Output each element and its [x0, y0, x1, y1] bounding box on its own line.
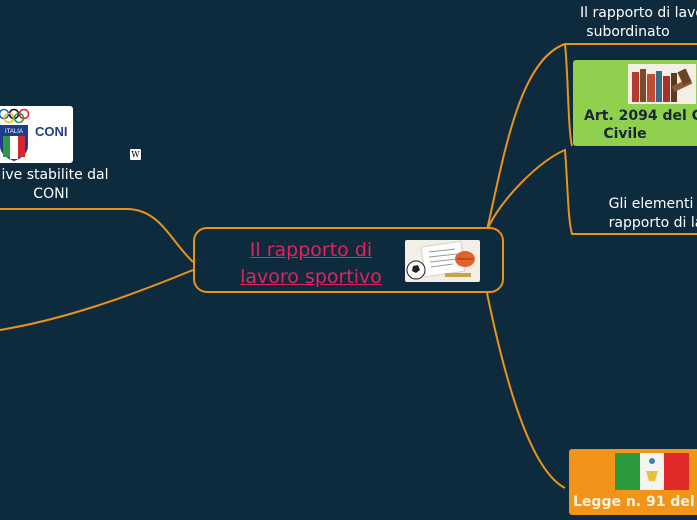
- legge-label: Legge n. 91 del 1: [569, 493, 697, 511]
- sport-contract-image: [405, 240, 480, 282]
- topic-coni-norms[interactable]: ive stabilite dal CONI: [0, 166, 120, 204]
- topic-art-2094[interactable]: Art. 2094 del C Civile: [573, 60, 697, 146]
- topic-legge-91[interactable]: Legge n. 91 del 1: [569, 449, 697, 515]
- art-2094-label: Art. 2094 del C Civile: [573, 107, 697, 143]
- coni-norms-line2: CONI: [33, 186, 68, 202]
- subordinato-line2: subordinato: [586, 24, 669, 40]
- central-topic[interactable]: Il rapporto di lavoro sportivo: [193, 227, 504, 293]
- coni-norms-line1: ive stabilite dal: [1, 167, 108, 183]
- elementi-line1: Gli elementi: [609, 196, 694, 212]
- logo-coni-text: CONI: [35, 124, 68, 139]
- art-line2: Civile: [603, 126, 646, 142]
- central-title-line1[interactable]: Il rapporto di: [250, 239, 372, 261]
- italian-flag-image: [615, 453, 689, 490]
- link-to-left-lower: [0, 270, 193, 330]
- central-topic-title[interactable]: Il rapporto di lavoro sportivo: [213, 237, 409, 291]
- topic-lavoro-subordinato[interactable]: Il rapporto di lavo subordinato: [567, 4, 697, 42]
- wikipedia-icon[interactable]: W: [130, 149, 141, 160]
- subordinato-line1: Il rapporto di lavo: [580, 5, 697, 21]
- topic-elementi-rapporto[interactable]: Gli elementi rapporto di la: [592, 195, 697, 233]
- coni-logo: ITALIA CONI: [0, 106, 73, 163]
- link-to-legge: [487, 293, 565, 488]
- art-line1: Art. 2094 del C: [584, 108, 697, 124]
- link-to-art: [565, 44, 572, 146]
- books-gavel-image: [628, 64, 696, 104]
- logo-italia-text: ITALIA: [5, 129, 23, 135]
- link-to-coni: [0, 209, 193, 262]
- elementi-line2: rapporto di la: [609, 215, 697, 231]
- central-title-line2[interactable]: lavoro sportivo: [240, 266, 382, 288]
